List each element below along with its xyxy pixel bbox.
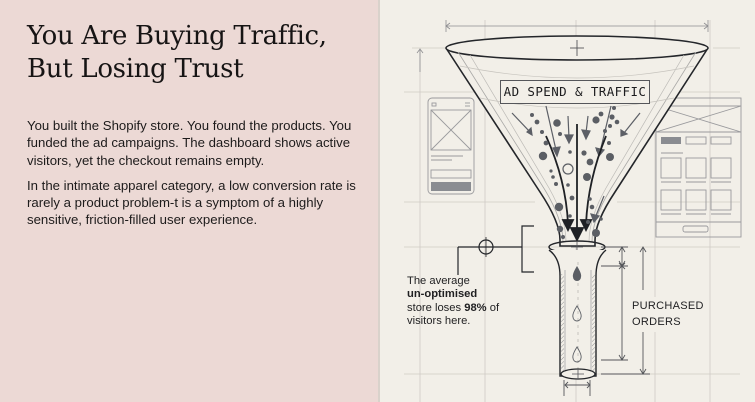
- drop-off-annotation: The average un-optimised store loses 98%…: [407, 275, 517, 329]
- annotation-line: store loses: [407, 301, 465, 314]
- funnel-illustration: AD SPEND & TRAFFIC The average un-optimi…: [380, 0, 755, 402]
- annotation-line: visitors here.: [407, 315, 471, 328]
- funnel-icon: [404, 20, 742, 402]
- category-paragraph: In the intimate apparel category, a low …: [27, 177, 356, 228]
- intro-paragraph: You built the Shopify store. You found t…: [27, 118, 352, 168]
- annotation-emphasis: un-optimised: [407, 288, 478, 301]
- mobile-wireframe-icon: [427, 97, 475, 195]
- loss-percentage: 98%: [464, 301, 487, 314]
- crosshair-icon: [457, 225, 534, 275]
- droplet-icon: [572, 266, 582, 363]
- purchased-orders-label: PURCHASED ORDERS: [632, 297, 704, 332]
- orders-label-line-1: PURCHASED: [632, 300, 704, 312]
- desktop-wireframe-icon: [655, 97, 742, 238]
- orders-label-line-2: ORDERS: [632, 315, 681, 328]
- dimension-arrow-icon: [601, 246, 650, 375]
- headline-line-1: You Are Buying Traffic,: [27, 21, 327, 51]
- traffic-dots: [530, 106, 620, 239]
- headline-line-2: But Losing Trust: [27, 54, 244, 84]
- hero-text-panel: You Are Buying Traffic, But Losing Trust…: [0, 0, 380, 402]
- annotation-line: of: [486, 301, 500, 314]
- pipe: [548, 249, 607, 380]
- funnel-label: AD SPEND & TRAFFIC: [500, 80, 650, 104]
- hero-headline: You Are Buying Traffic, But Losing Trust: [27, 20, 358, 86]
- annotation-line: The average: [407, 275, 470, 287]
